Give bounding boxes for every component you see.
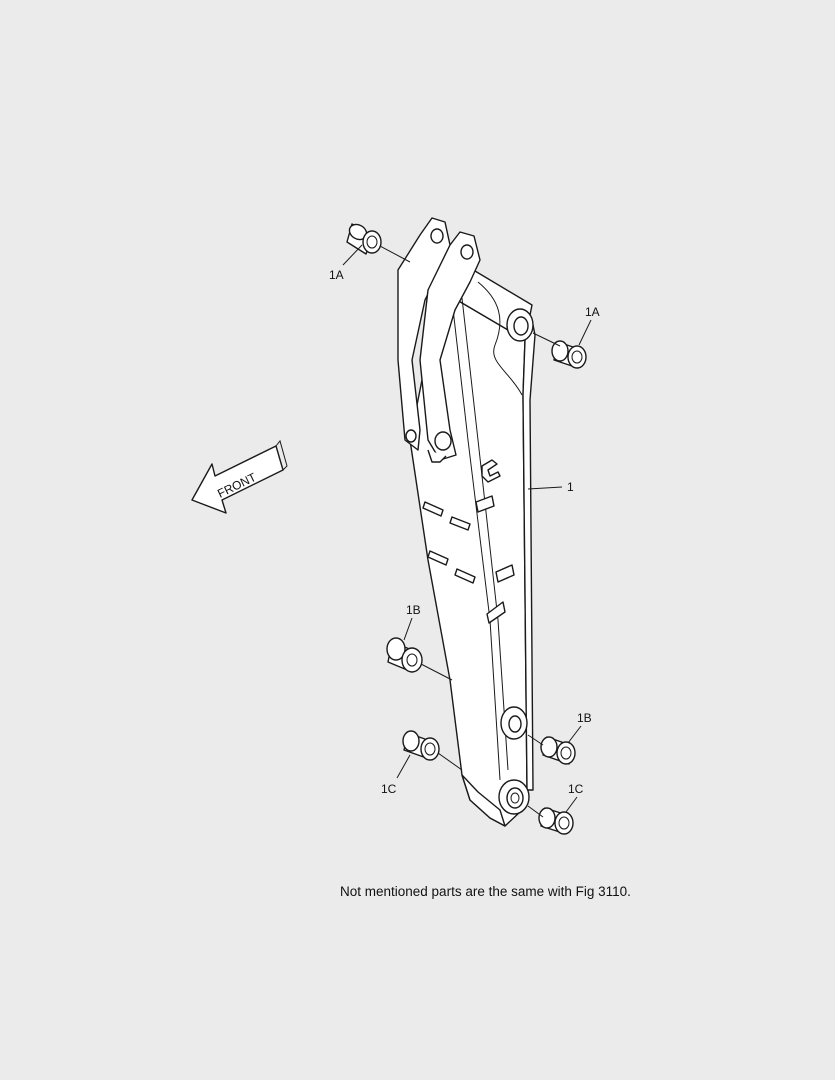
arm-assembly — [397, 217, 536, 827]
callout-1a-left: 1A — [329, 268, 344, 282]
callout-1b-right: 1B — [577, 711, 592, 725]
bracket-plate-right — [419, 231, 481, 461]
leader-lines — [342, 244, 592, 818]
bushing-1b-left — [386, 637, 423, 673]
front-arrow-icon: FRONT — [191, 439, 288, 514]
bushing-1a-right — [551, 340, 587, 369]
callout-1b-left: 1B — [406, 603, 421, 617]
bushing-1c-right — [538, 807, 574, 835]
callout-1c-left: 1C — [381, 782, 397, 796]
bushing-1c-left — [402, 730, 440, 761]
bushing-1b-right — [540, 736, 576, 765]
callout-1a-right: 1A — [585, 305, 600, 319]
callout-1c-right: 1C — [568, 782, 584, 796]
footnote: Not mentioned parts are the same with Fi… — [340, 884, 631, 899]
callout-1: 1 — [567, 480, 574, 494]
bushing-1a-left — [346, 223, 382, 255]
hose-clamp-brackets — [422, 459, 515, 624]
